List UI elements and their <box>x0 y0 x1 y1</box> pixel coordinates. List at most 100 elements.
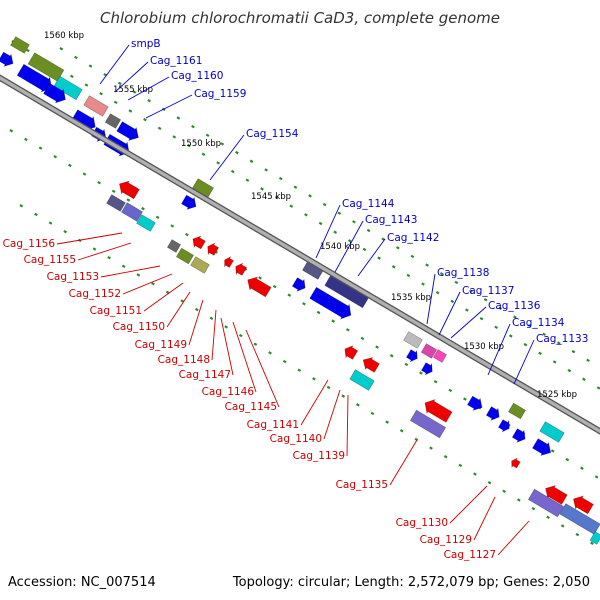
gene-feature <box>420 343 438 359</box>
scale-label: 1545 kbp <box>251 192 291 202</box>
gene-feature-body <box>106 194 126 212</box>
leader-line <box>389 439 418 486</box>
gene-feature-body <box>508 402 526 420</box>
gene-feature-body <box>119 180 140 200</box>
gene-feature-body <box>224 255 234 269</box>
gene-feature <box>181 194 197 210</box>
leader-line <box>122 273 173 295</box>
gene-feature-body <box>559 503 600 535</box>
gene-feature-body <box>53 75 83 101</box>
gene-feature-body <box>409 409 447 439</box>
leader-line <box>513 339 535 385</box>
gene-feature-body <box>362 356 380 373</box>
leader-line <box>438 291 461 336</box>
gene-label-reverse: Cag_1139 <box>293 450 345 462</box>
gene-label-reverse: Cag_1127 <box>444 549 496 561</box>
gene-feature-body <box>420 343 438 359</box>
gene-label-reverse: Cag_1147 <box>179 369 231 381</box>
gene-label-reverse: Cag_1141 <box>247 419 299 431</box>
gene-feature-body <box>43 82 66 104</box>
scale-label: 1535 kbp <box>391 293 431 303</box>
leader-line <box>245 329 280 408</box>
gene-feature-body <box>497 419 510 433</box>
gene-feature <box>420 362 433 376</box>
gene-feature-body <box>83 95 109 117</box>
gene-feature <box>207 242 220 256</box>
gene-label-forward: Cag_1161 <box>150 55 202 67</box>
gene-features <box>0 36 600 545</box>
map-title: Chlorobium chlorochromatii CaD3, complet… <box>100 9 500 27</box>
leader-line <box>323 389 341 440</box>
scale-label: 1525 kbp <box>537 390 577 400</box>
leader-line <box>166 291 191 328</box>
gene-feature <box>83 95 109 117</box>
gene-feature <box>235 262 248 276</box>
gene-feature-body <box>527 488 565 518</box>
gene-feature <box>511 428 526 443</box>
gene-label-forward: Cag_1133 <box>536 333 588 345</box>
gene-feature <box>176 247 194 265</box>
gene-feature-body <box>104 113 122 129</box>
gene-feature <box>405 349 418 363</box>
gene-label-forward: Cag_1160 <box>171 70 223 82</box>
gene-feature-body <box>121 202 143 222</box>
gene-feature <box>119 180 140 200</box>
gene-feature <box>344 345 359 360</box>
tick-row <box>9 129 600 481</box>
gene-label-reverse: Cag_1152 <box>69 288 121 300</box>
leader-line <box>357 238 386 277</box>
gene-feature-body <box>235 262 248 276</box>
leader-line <box>77 242 132 261</box>
gene-label-reverse: Cag_1129 <box>420 534 472 546</box>
leader-line <box>114 61 149 93</box>
gene-feature <box>467 395 483 411</box>
genome-stats-text: Topology: circular; Length: 2,572,079 bp… <box>232 575 590 590</box>
tick-row <box>11 40 600 391</box>
leader-line <box>100 265 161 278</box>
gene-feature <box>573 495 594 515</box>
leader-line <box>56 232 123 245</box>
gene-label-reverse: Cag_1145 <box>225 401 277 413</box>
gene-feature <box>532 438 552 456</box>
gene-feature <box>10 36 30 54</box>
gene-label-reverse: Cag_1155 <box>24 254 76 266</box>
gene-label-forward: Cag_1143 <box>365 214 417 226</box>
gene-feature <box>508 402 526 420</box>
gene-feature <box>545 485 568 505</box>
gene-feature-body <box>10 36 30 54</box>
gene-label-reverse: Cag_1149 <box>135 339 187 351</box>
gene-feature <box>0 51 14 67</box>
gene-feature-body <box>176 247 194 265</box>
gene-feature <box>511 457 521 469</box>
gene-feature-body <box>166 239 182 253</box>
gene-feature <box>104 113 122 129</box>
scale-label: 1540 kbp <box>320 242 360 252</box>
gene-feature-body <box>247 276 272 298</box>
leader-line <box>99 44 130 85</box>
backbone-outline <box>0 74 600 435</box>
gene-feature <box>349 369 375 391</box>
gene-feature-body <box>190 256 210 274</box>
leader-line <box>346 394 349 457</box>
leader-line <box>426 273 436 325</box>
gene-labels: smpBCag_1161Cag_1160Cag_1159Cag_1154Cag_… <box>3 38 589 561</box>
gene-feature <box>121 202 143 222</box>
gene-feature-body <box>420 362 433 376</box>
gene-label-forward: Cag_1137 <box>462 285 514 297</box>
tick-row <box>59 47 600 369</box>
gene-label-forward: Cag_1159 <box>194 88 246 100</box>
gene-feature <box>166 239 182 253</box>
gene-feature <box>116 121 139 141</box>
gene-feature <box>559 503 600 535</box>
gene-feature-body <box>539 421 565 443</box>
gene-label-forward: Cag_1138 <box>437 267 489 279</box>
gene-feature-body <box>309 286 352 320</box>
leader-line <box>334 220 364 273</box>
leader-line <box>220 317 234 376</box>
gene-feature-body <box>291 277 306 292</box>
gene-feature-body <box>573 495 594 515</box>
gene-label-reverse: Cag_1135 <box>336 479 388 491</box>
gene-feature-body <box>467 395 483 411</box>
